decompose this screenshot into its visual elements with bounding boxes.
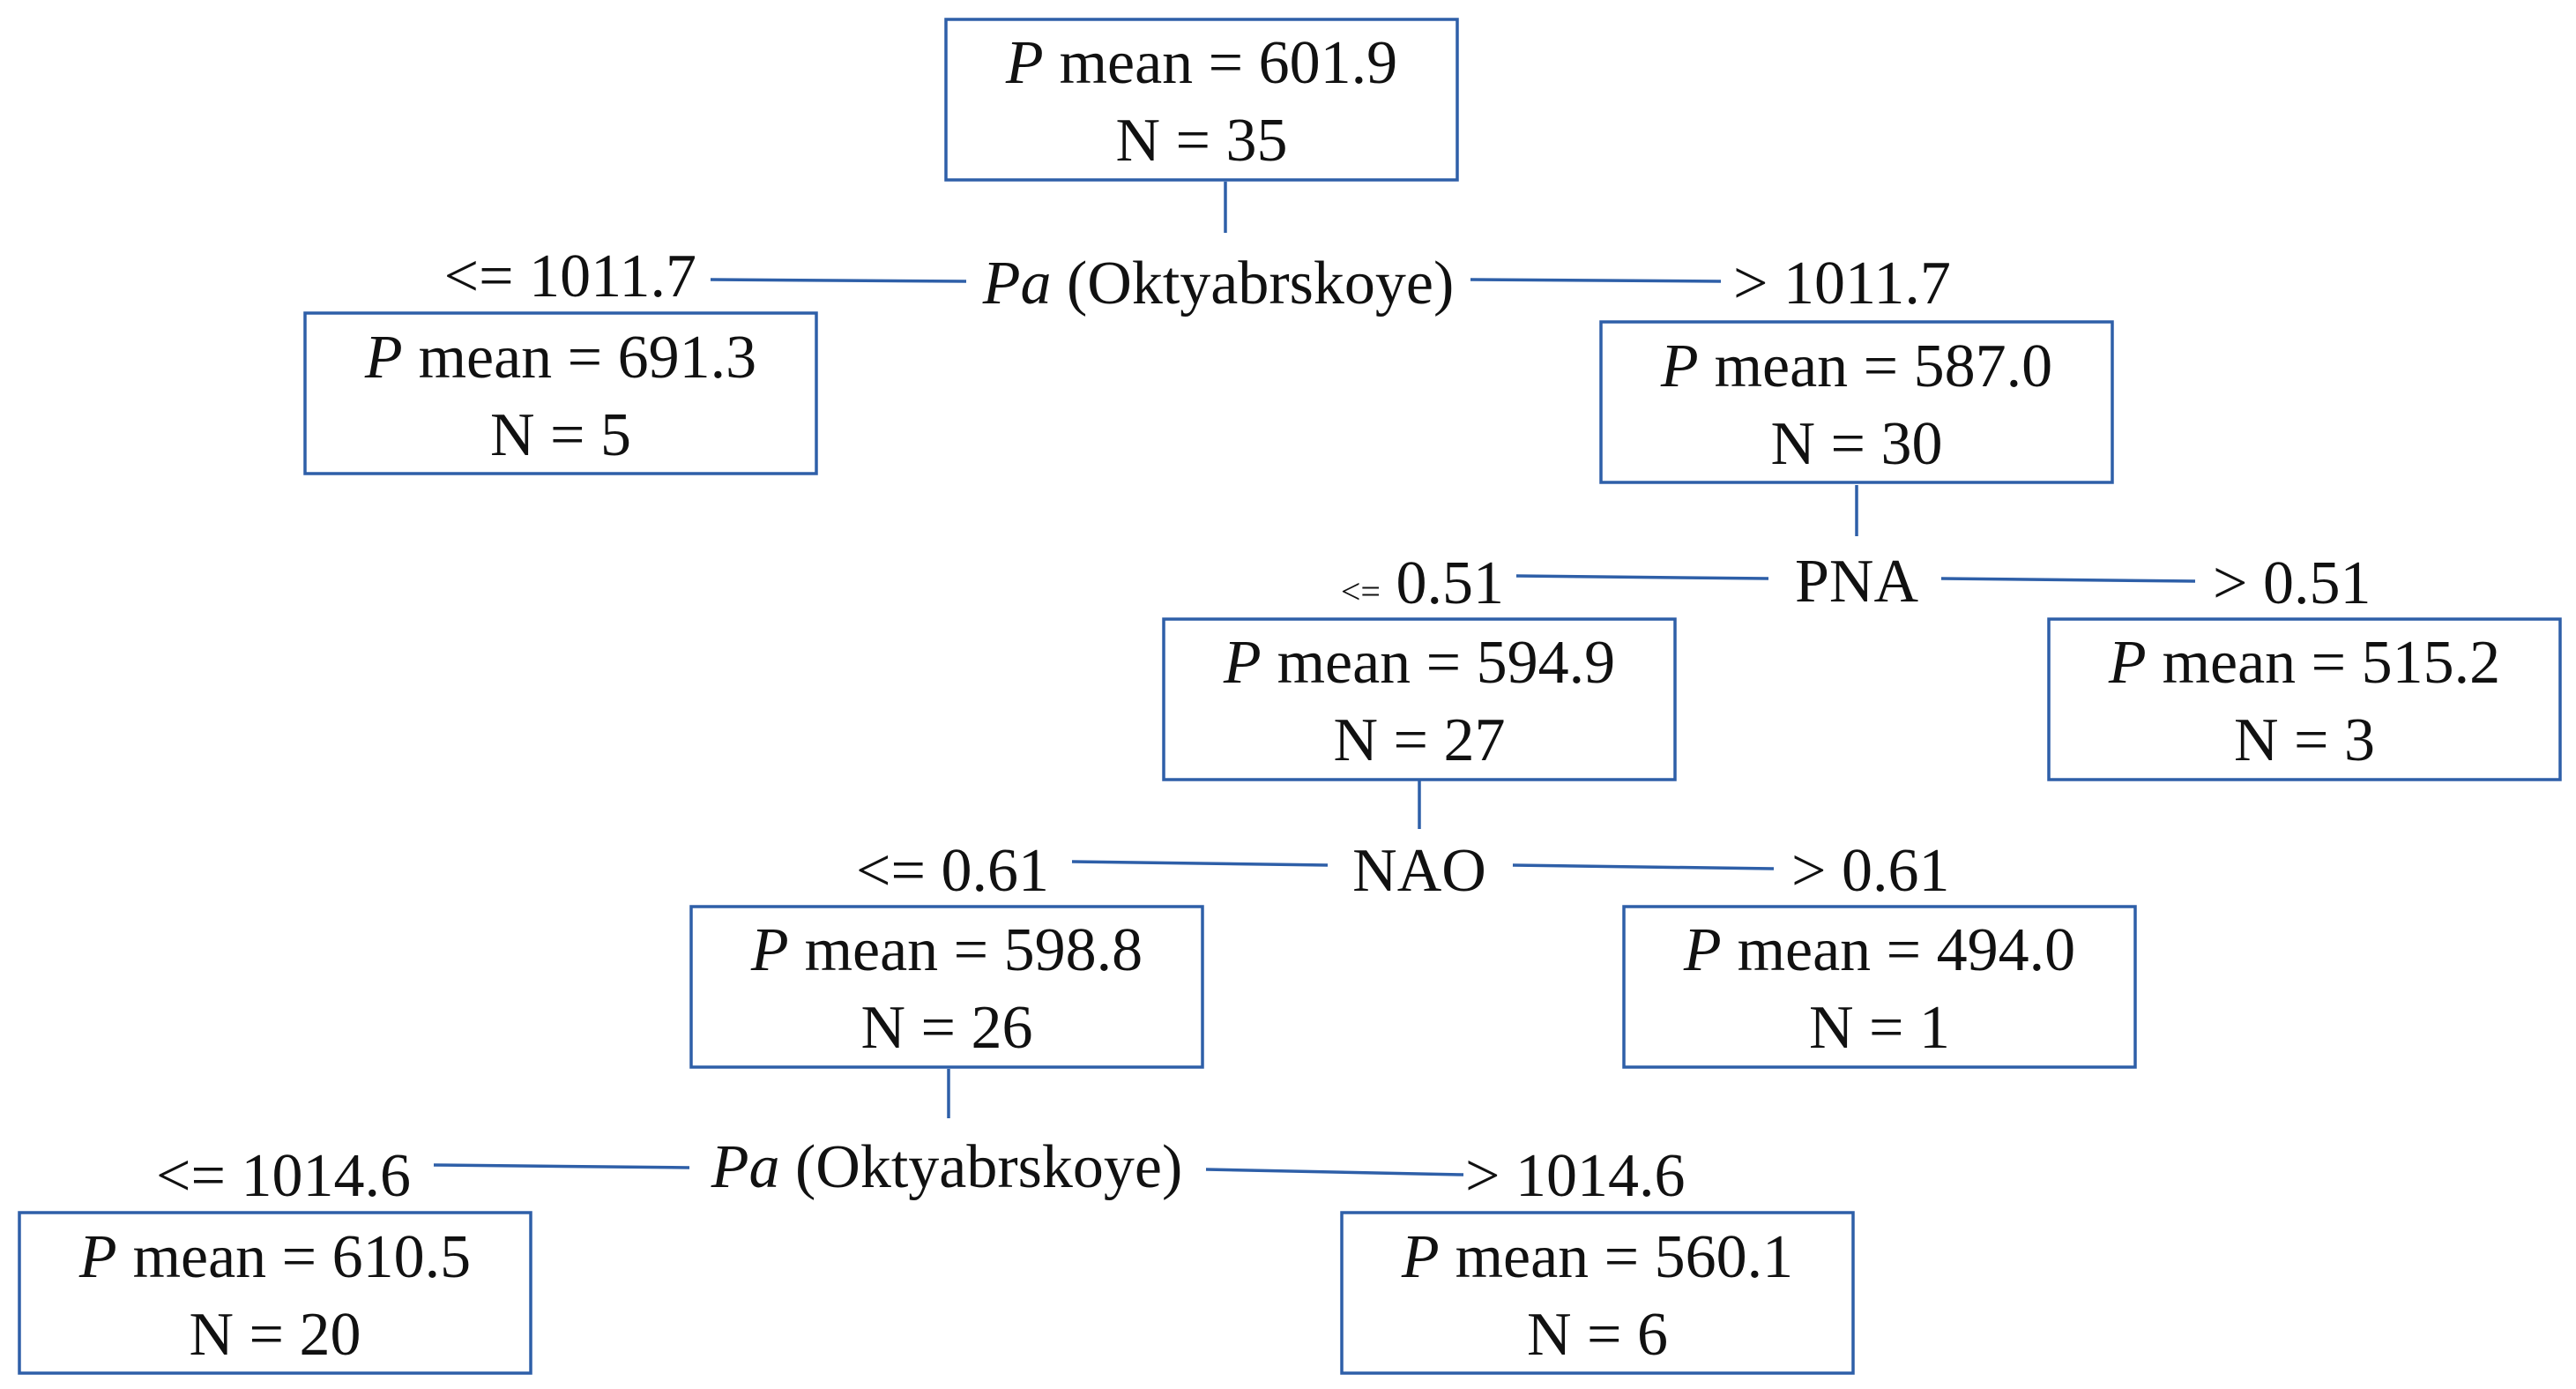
edge-split1-left (710, 278, 967, 283)
node-right4-box (1340, 1211, 1855, 1375)
node-left4-box (18, 1211, 532, 1375)
node-right4-n: N = 6 (1527, 1301, 1668, 1369)
split1-left-condition: <= 1011.7 (444, 243, 696, 310)
node-root-n: N = 35 (1115, 107, 1287, 175)
split-4: Pa (Oktyabrskoye) <= 1014.6 > 1014.6 (156, 1133, 1685, 1210)
split-3: NAO <= 0.61 > 0.61 (856, 837, 1949, 905)
split4-variable: Pa (Oktyabrskoye) (711, 1133, 1183, 1201)
tree-edges (433, 182, 2196, 1176)
node-left2-n: N = 27 (1333, 706, 1505, 774)
edge-split2-left (1515, 574, 1769, 580)
split2-variable: PNA (1795, 548, 1918, 616)
split-1: Pa (Oktyabrskoye) <= 1011.7 > 1011.7 (444, 243, 1951, 317)
node-right2-n: N = 3 (2234, 706, 2375, 774)
edge-split4-right (1205, 1168, 1464, 1176)
split1-right-condition: > 1011.7 (1733, 250, 1951, 317)
split3-variable: NAO (1352, 837, 1486, 905)
split2-left-condition: <= 0.51 (1341, 549, 1504, 617)
node-right3-n: N = 1 (1809, 994, 1950, 1062)
node-left2-box (1162, 617, 1677, 781)
edge-split2-right (1940, 577, 2196, 583)
edge-split3-right (1512, 863, 1775, 870)
edge-split1-right (1470, 278, 1722, 283)
split4-right-condition: > 1014.6 (1465, 1142, 1685, 1210)
edge-split3-left (1071, 860, 1329, 867)
node-right1-box (1599, 320, 2114, 484)
node-left1-box (303, 311, 818, 475)
node-left4-n: N = 20 (189, 1301, 361, 1369)
node-right1-n: N = 30 (1770, 410, 1942, 478)
node-right2-box (2047, 617, 2562, 781)
node-right3-box (1622, 905, 2137, 1069)
split4-left-condition: <= 1014.6 (156, 1142, 411, 1210)
split3-right-condition: > 0.61 (1791, 837, 1949, 905)
node-left3-box (689, 905, 1204, 1069)
split-2: PNA <= 0.51 > 0.51 (1341, 548, 2371, 617)
split1-variable: Pa (Oktyabrskoye) (982, 250, 1455, 317)
split3-left-condition: <= 0.61 (856, 837, 1049, 905)
node-left1-n: N = 5 (490, 401, 631, 469)
node-root-box (944, 18, 1459, 182)
edge-split4-left (433, 1163, 690, 1169)
node-left3-n: N = 26 (860, 994, 1032, 1062)
split2-right-condition: > 0.51 (2213, 549, 2371, 617)
